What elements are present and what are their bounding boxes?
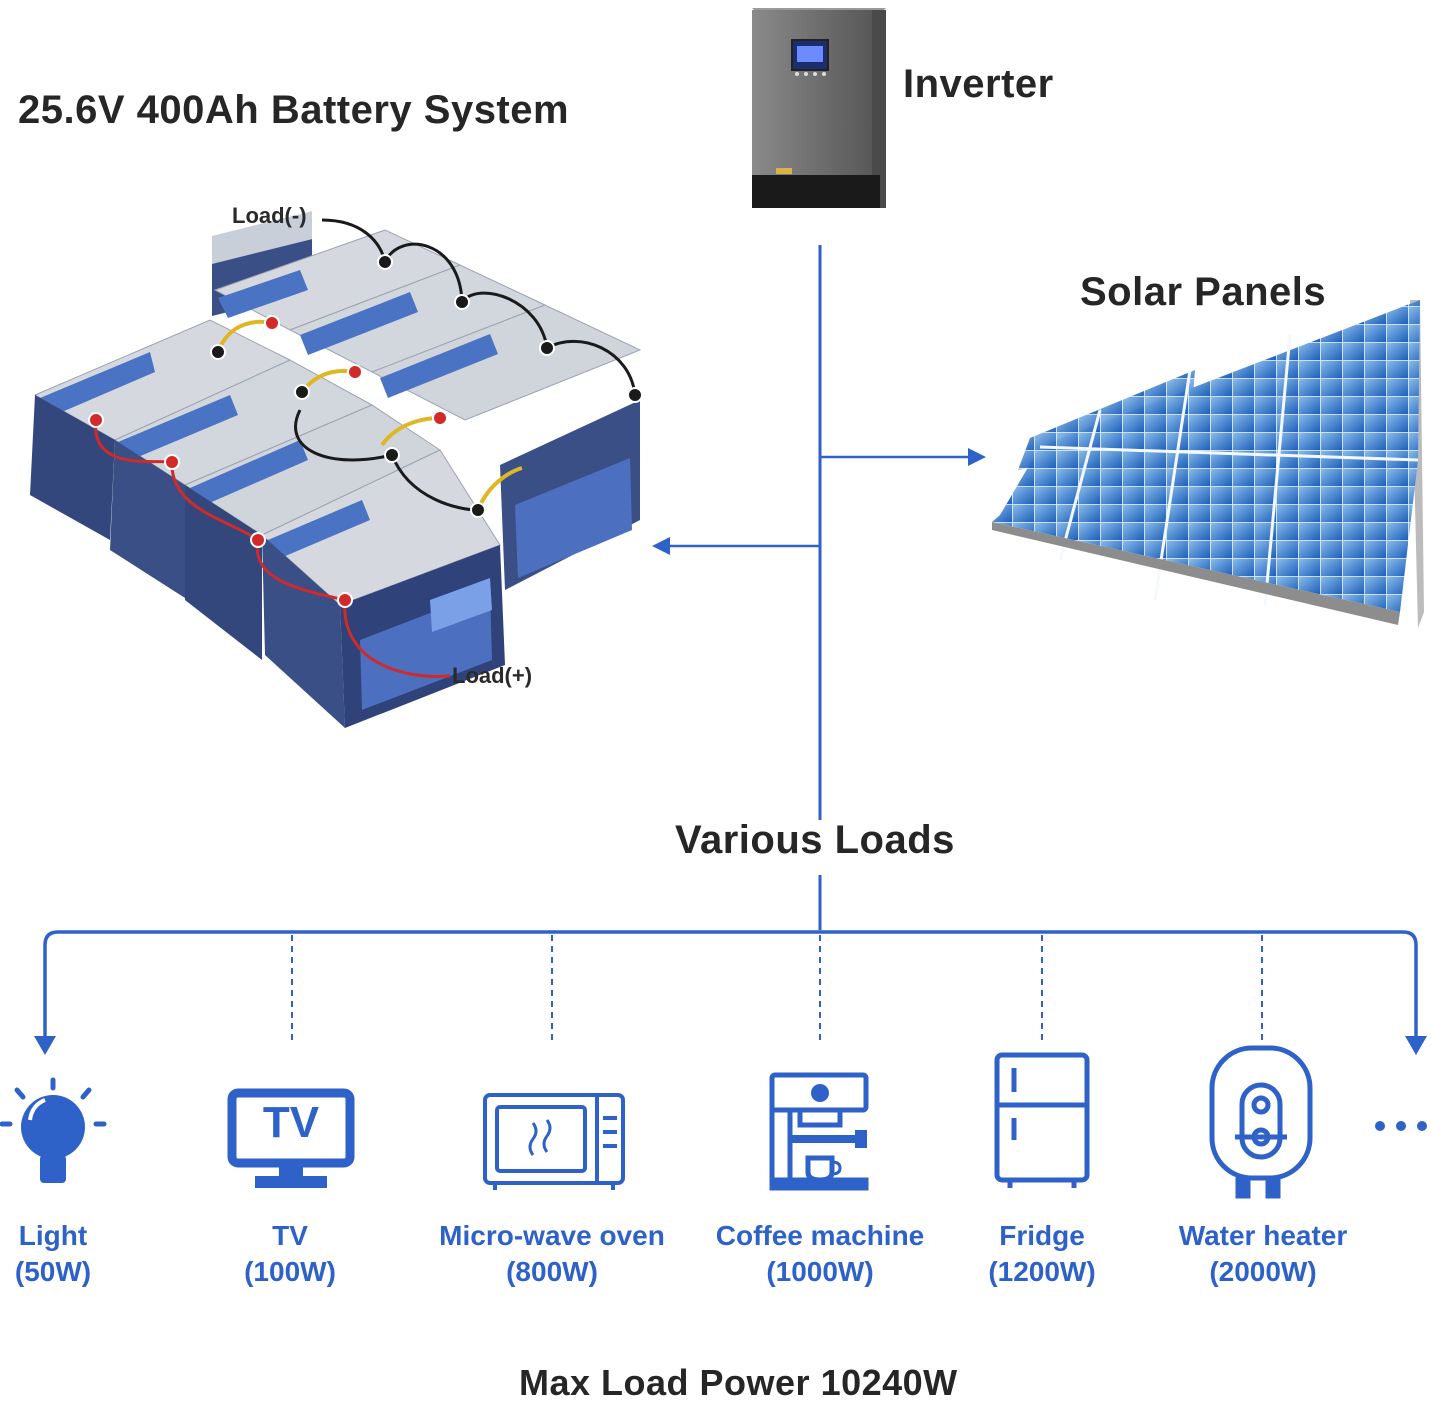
battery-system-title: 25.6V 400Ah Battery System [18, 88, 570, 132]
solar-panels-image [992, 298, 1424, 628]
appliance-name: Fridge [999, 1220, 1085, 1251]
fridge-icon [994, 1052, 1090, 1188]
appliance-name: Light [18, 1220, 88, 1251]
appliance-power: (2000W) [1209, 1256, 1317, 1287]
light-bulb-icon [0, 1077, 107, 1183]
inverter-label: Inverter [903, 62, 1054, 106]
arrow-left-icon [652, 537, 670, 555]
max-load-power-text: Max Load Power 10240W [519, 1362, 958, 1403]
appliance-power: (50W) [14, 1256, 92, 1287]
appliance-power: (800W) [506, 1256, 598, 1287]
appliance-power: (100W) [244, 1256, 336, 1287]
load-positive-label: Load(+) [452, 663, 533, 688]
appliance-name: Water heater [1178, 1220, 1348, 1251]
coffee-machine-icon [769, 1072, 869, 1191]
various-loads-label: Various Loads [675, 818, 955, 862]
inverter-image [752, 8, 886, 208]
arrow-down-icon [1405, 1036, 1427, 1055]
battery-pack-image [30, 211, 643, 728]
more-ellipsis-icon [1375, 1121, 1427, 1131]
tv-icon [227, 1088, 355, 1188]
tv-icon-text: TV [262, 1098, 320, 1147]
loads-bus-line [43, 930, 1418, 1040]
appliance-name: Micro-wave oven [439, 1220, 665, 1251]
arrow-right-icon [968, 448, 986, 466]
appliance-name: Coffee machine [715, 1220, 925, 1251]
solar-panels-label: Solar Panels [1080, 270, 1327, 314]
microwave-icon [483, 1093, 625, 1190]
appliance-name: TV [272, 1220, 308, 1251]
appliance-power: (1000W) [766, 1256, 874, 1287]
appliance-power: (1200W) [988, 1256, 1096, 1287]
arrow-down-icon [34, 1036, 56, 1055]
water-heater-icon [1209, 1045, 1313, 1199]
load-negative-label: Load(-) [232, 203, 307, 228]
